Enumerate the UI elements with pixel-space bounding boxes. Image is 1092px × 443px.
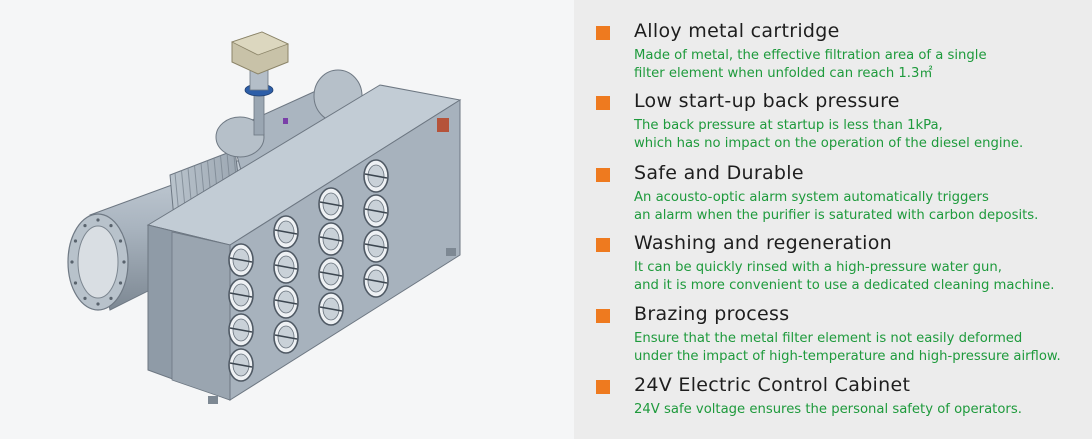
feature-description: 24V safe voltage ensures the personal sa… — [634, 401, 1022, 419]
flange-bolt — [118, 239, 123, 243]
flange-bolt — [70, 260, 74, 264]
feature-description-line: Ensure that the metal filter element is … — [634, 331, 1023, 346]
flange-bolt — [122, 260, 126, 264]
flange-bolt — [96, 302, 100, 306]
flange-bolt — [96, 218, 100, 222]
feature-description-line: which has no impact on the operation of … — [634, 136, 1024, 151]
feature-title: Washing and regeneration — [634, 232, 892, 254]
orange-square-bullet-icon — [596, 96, 610, 110]
orange-square-bullet-icon — [596, 238, 610, 252]
feature-description-line: under the impact of high-temperature and… — [634, 349, 1061, 364]
feature-title: Safe and Durable — [634, 162, 804, 184]
filter-cartridge-grid — [228, 159, 389, 382]
filter-cartridge — [363, 229, 389, 263]
flange-bolt — [73, 281, 78, 285]
orange-square-bullet-icon — [596, 380, 610, 394]
filter-cartridge — [363, 194, 389, 228]
purifier-illustration — [67, 31, 462, 404]
feature-title: Low start-up back pressure — [634, 90, 900, 112]
feature-title: Alloy metal cartridge — [634, 20, 840, 42]
feature-description-line: filter element when unfolded can reach 1… — [634, 66, 933, 81]
product-illustration-panel — [67, 31, 462, 404]
flange-bolt — [83, 296, 87, 300]
flange-bolt — [109, 224, 113, 228]
feature-description-line: The back pressure at startup is less tha… — [634, 118, 943, 133]
feature-description: It can be quickly rinsed with a high-pre… — [634, 259, 1054, 295]
orange-square-bullet-icon — [596, 26, 610, 40]
filter-cartridge — [363, 159, 389, 193]
filter-cartridge — [318, 292, 344, 326]
actuator-valve — [230, 31, 290, 136]
flange-bolt — [83, 224, 87, 228]
feature-description-line: and it is more convenient to use a dedic… — [634, 278, 1055, 293]
feature-description: Made of metal, the effective filtration … — [634, 47, 987, 83]
feature-description: Ensure that the metal filter element is … — [634, 330, 1061, 366]
outlet-pipe — [215, 69, 363, 186]
orange-square-bullet-icon — [596, 168, 610, 182]
orange-square-bullet-icon — [596, 309, 610, 323]
flange-bolt — [118, 281, 123, 285]
filter-cartridge — [273, 320, 299, 354]
feature-description-line: An acousto-optic alarm system automatica… — [634, 190, 989, 205]
feature-description: The back pressure at startup is less tha… — [634, 117, 1023, 153]
feature-description: An acousto-optic alarm system automatica… — [634, 189, 1038, 225]
filter-cartridge — [228, 278, 254, 312]
filter-cartridge — [228, 313, 254, 347]
filter-cartridge — [318, 222, 344, 256]
feature-description-line: 24V safe voltage ensures the personal sa… — [634, 402, 1022, 417]
filter-cartridge — [318, 187, 344, 221]
filter-cartridge — [228, 348, 254, 382]
purifier-housing — [146, 84, 462, 404]
feature-description-line: Made of metal, the effective filtration … — [634, 48, 987, 63]
flange-bolt — [73, 239, 78, 243]
filter-cartridge — [363, 264, 389, 298]
feature-title: Brazing process — [634, 303, 790, 325]
flange-bolt — [109, 296, 113, 300]
feature-description-line: It can be quickly rinsed with a high-pre… — [634, 260, 1002, 275]
filter-cartridge — [228, 243, 254, 277]
inlet-flange-bolts — [70, 218, 126, 306]
filter-cartridge — [318, 257, 344, 291]
feature-description-line: an alarm when the purifier is saturated … — [634, 208, 1039, 223]
filter-cartridge — [273, 250, 299, 284]
feature-title: 24V Electric Control Cabinet — [634, 374, 911, 396]
filter-cartridge — [273, 215, 299, 249]
filter-cartridge — [273, 285, 299, 319]
